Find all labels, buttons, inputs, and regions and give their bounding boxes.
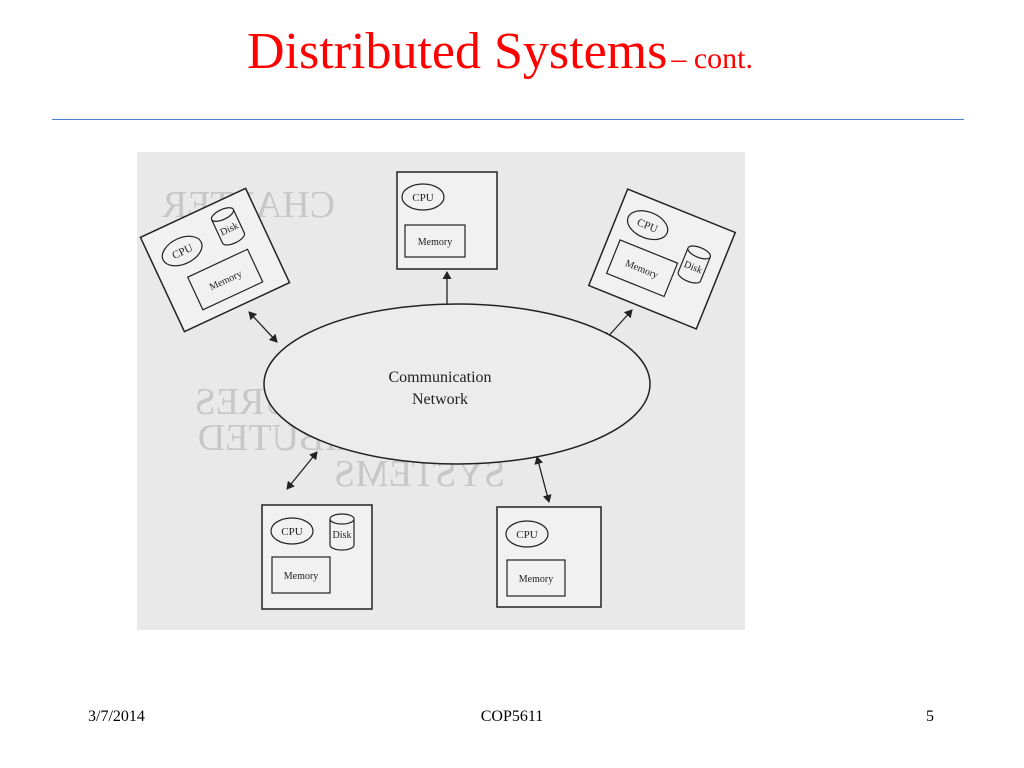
disk-icon (210, 207, 246, 246)
cpu-oval (505, 520, 549, 548)
distributed-system-figure: CHAPTER ARCHITECTURES OF DISTRIBUTED SYS… (137, 152, 745, 630)
cpu-oval (270, 517, 314, 545)
node-top: CPU Memory (396, 171, 498, 270)
memory-label: Memory (284, 571, 318, 582)
slide-title: Distributed Systems – cont. (0, 22, 1000, 81)
footer-page-number: 5 (926, 708, 934, 725)
memory-label: Memory (519, 574, 553, 585)
communication-network (263, 303, 651, 465)
node-top-left: CPU Disk Memory (139, 187, 291, 333)
memory-label: Memory (418, 237, 452, 248)
link-node-bottom-right (534, 456, 552, 503)
disk-label: Disk (333, 530, 352, 541)
cpu-label: CPU (412, 192, 433, 204)
node-bottom-left: CPU Disk Memory (261, 504, 373, 610)
diagram-svg: CHAPTER ARCHITECTURES OF DISTRIBUTED SYS… (137, 152, 745, 630)
node-top-right: CPU Disk Memory (587, 188, 737, 330)
network-label-line1: Communication (388, 369, 491, 386)
title-divider (52, 119, 964, 120)
cpu-label: CPU (281, 526, 302, 538)
cpu-oval (401, 183, 445, 211)
disk-icon (677, 245, 712, 284)
slide-title-sub: – cont. (671, 42, 753, 75)
link-node-top-left (248, 311, 278, 343)
cpu-label: CPU (516, 529, 537, 541)
disk-icon (329, 513, 355, 551)
network-label-line2: Network (412, 391, 468, 408)
footer-course: COP5611 (480, 708, 544, 725)
cpu-oval (161, 235, 203, 267)
memory-box (605, 239, 679, 298)
node-bottom-right: CPU Memory (496, 506, 602, 608)
memory-box (506, 559, 566, 597)
memory-box (271, 556, 331, 594)
node-box (139, 187, 291, 333)
memory-box (186, 248, 264, 311)
link-node-bottom-left (286, 451, 318, 490)
cpu-oval (626, 210, 669, 241)
slide-title-main: Distributed Systems (247, 23, 668, 80)
memory-box (404, 224, 466, 258)
footer-date: 3/7/2014 (88, 708, 145, 725)
